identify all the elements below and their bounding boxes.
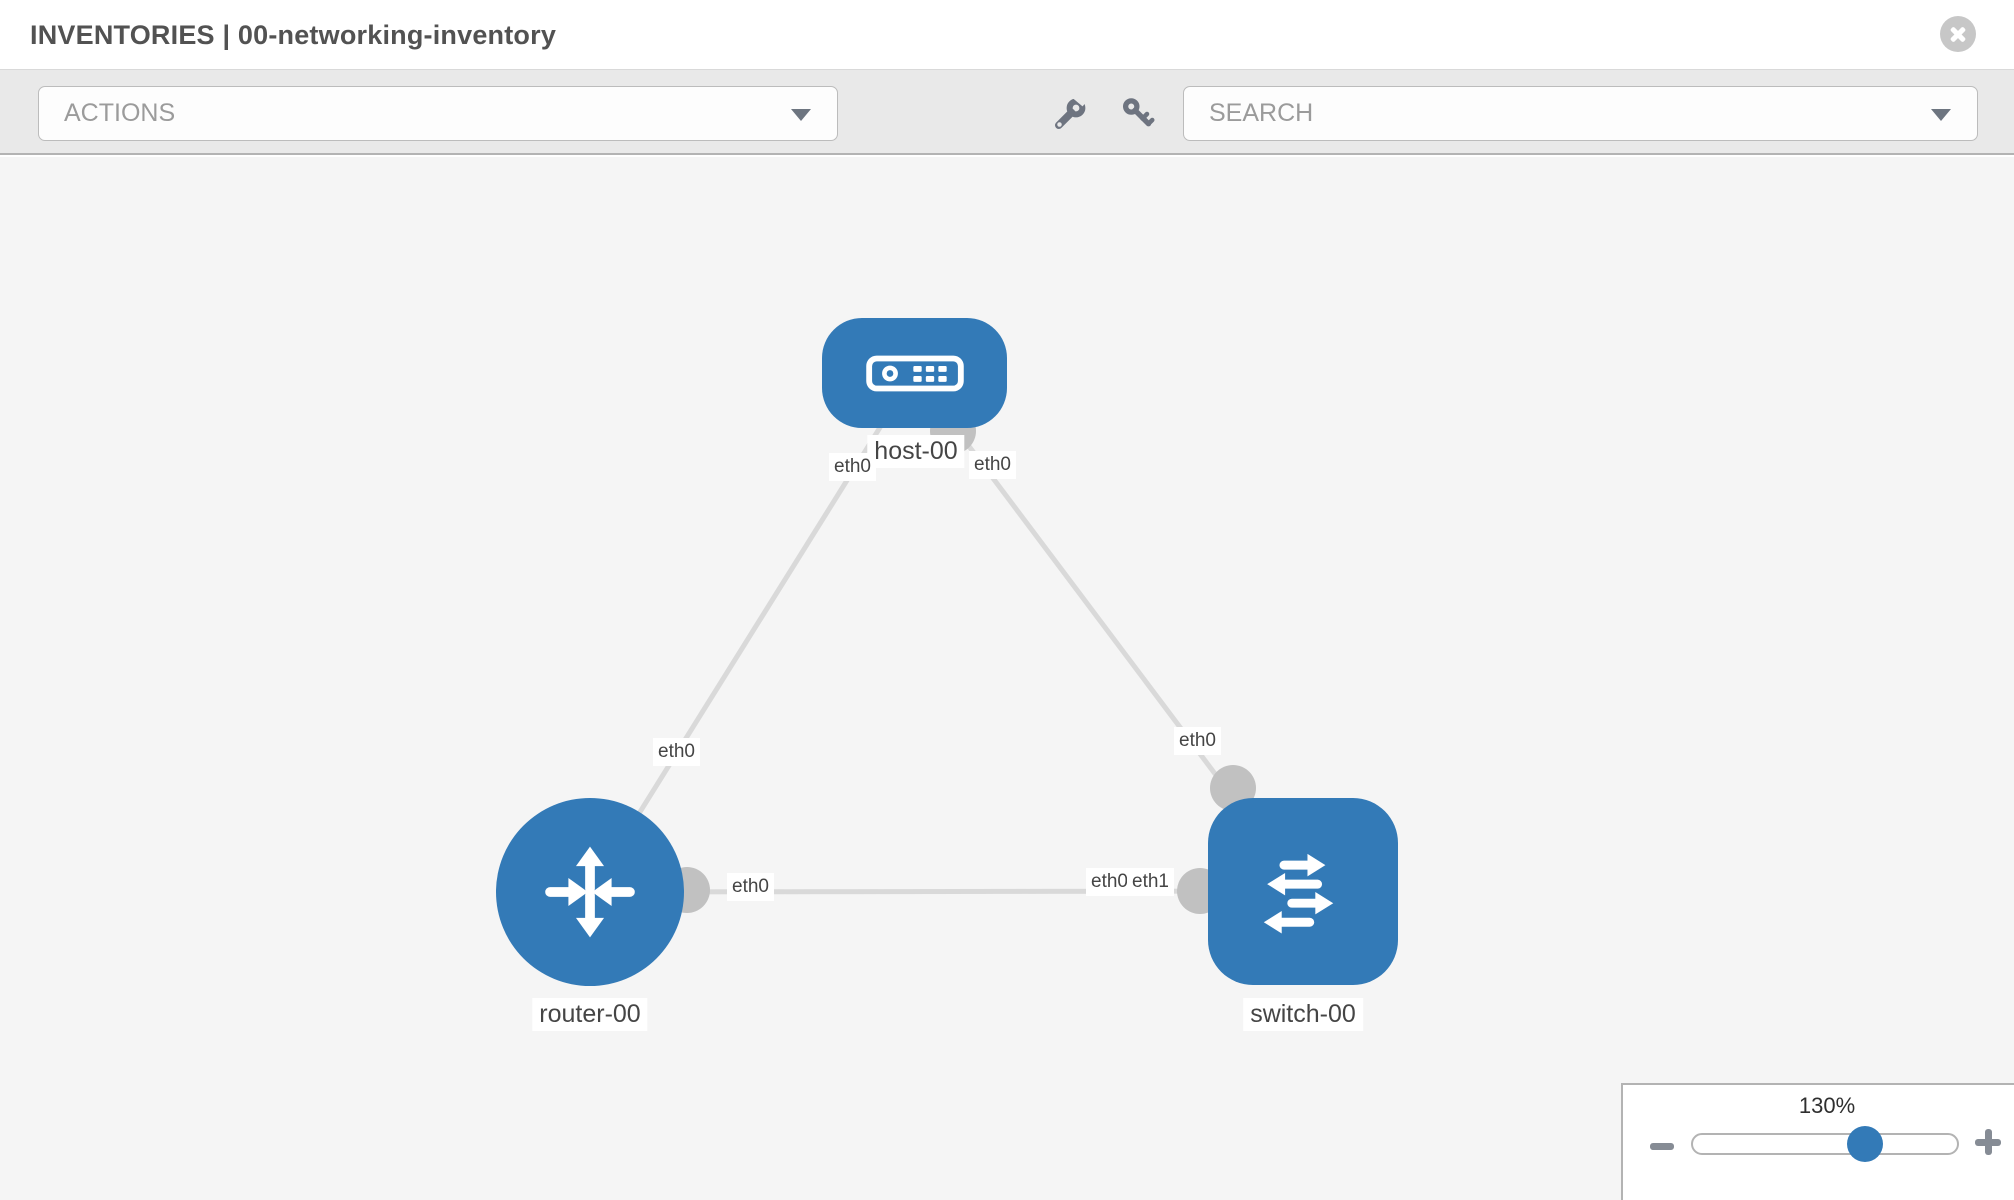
topology-canvas[interactable]: host-00 router-00 switch-00 eth0 eth0 et…	[0, 157, 2014, 1200]
interface-label-switch-eth1-to-router: eth1	[1127, 868, 1174, 896]
node-label-router: router-00	[532, 998, 648, 1031]
router-arrows-icon	[545, 846, 635, 938]
interface-label-switch-eth0-to-host: eth0	[1174, 727, 1221, 755]
chevron-down-icon	[1931, 109, 1951, 121]
zoom-slider-handle[interactable]	[1847, 1126, 1883, 1162]
interface-label-router-eth0-to-switch: eth0	[727, 873, 774, 901]
node-label-switch: switch-00	[1243, 998, 1363, 1031]
header-bar: INVENTORIES | 00-networking-inventory	[0, 0, 2014, 70]
key-icon	[1123, 98, 1155, 127]
key-button[interactable]	[1120, 96, 1156, 132]
toolbar: ACTIONS SEARCH	[0, 70, 2014, 155]
interface-label-host-eth0-to-router: eth0	[829, 453, 876, 481]
node-switch-00[interactable]	[1208, 798, 1398, 985]
zoom-level-value: 130%	[1798, 1093, 1856, 1118]
wrench-button[interactable]	[1052, 88, 1091, 132]
node-host-00[interactable]	[822, 318, 1007, 428]
interface-label-host-eth0-to-switch: eth0	[969, 451, 1016, 479]
switch-arrows-icon	[1263, 853, 1334, 933]
host-server-icon	[865, 355, 964, 391]
wrench-icon	[1055, 88, 1091, 129]
search-placeholder: SEARCH	[1209, 99, 1314, 127]
minus-icon	[1650, 1143, 1674, 1150]
zoom-control-panel: 130%	[1621, 1083, 2014, 1200]
chevron-down-icon	[791, 109, 811, 121]
interface-label-router-eth0-to-host: eth0	[653, 738, 700, 766]
close-button[interactable]	[1940, 16, 1976, 52]
search-dropdown[interactable]: SEARCH	[1183, 86, 1978, 141]
zoom-slider-track[interactable]	[1691, 1126, 1959, 1162]
interface-label-overlapped: eth0	[1086, 868, 1133, 896]
actions-dropdown-label: ACTIONS	[64, 99, 176, 127]
page-title: INVENTORIES | 00-networking-inventory	[30, 20, 557, 50]
zoom-in-button[interactable]	[1975, 1129, 2001, 1155]
node-label-host: host-00	[867, 435, 965, 468]
topology-edges	[587, 371, 1305, 914]
node-router-00[interactable]	[496, 798, 684, 986]
zoom-out-button[interactable]	[1649, 1133, 1675, 1159]
actions-dropdown[interactable]: ACTIONS	[38, 86, 838, 141]
